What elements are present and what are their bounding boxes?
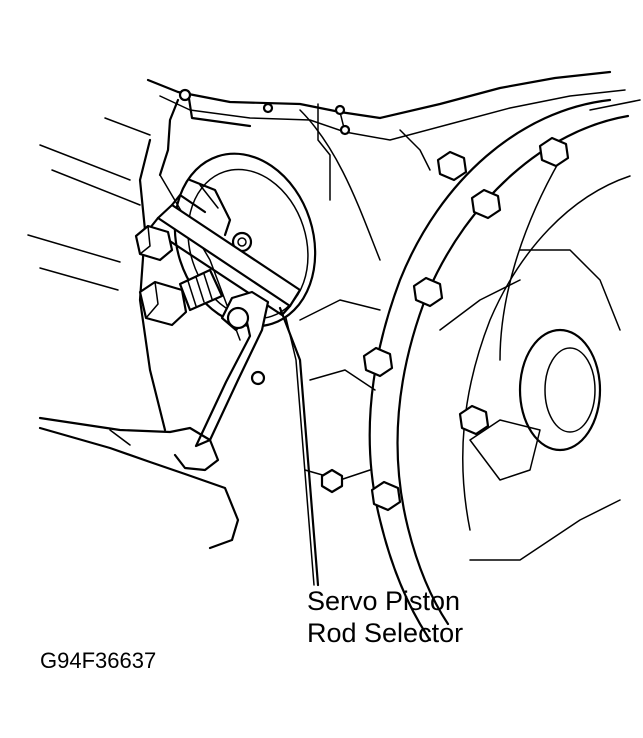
wrench xyxy=(194,290,270,448)
servo-cover xyxy=(173,152,317,328)
converter-housing xyxy=(299,98,641,642)
callout-leader-line xyxy=(278,306,320,587)
transmission-case xyxy=(27,70,626,432)
callout-label: Servo Piston Rod Selector xyxy=(307,585,463,649)
adjusting-bolt xyxy=(138,268,224,327)
bolt-small-top-left xyxy=(178,88,192,102)
bolt-upper xyxy=(134,224,174,262)
callout-line-1: Servo Piston xyxy=(307,586,461,616)
housing-bolts xyxy=(250,136,570,512)
servo-piston-rod-selector-tool xyxy=(148,193,302,317)
hand xyxy=(38,416,240,550)
callout-line-2: Rod Selector xyxy=(307,618,464,648)
figure-id: G94F36637 xyxy=(40,648,157,673)
